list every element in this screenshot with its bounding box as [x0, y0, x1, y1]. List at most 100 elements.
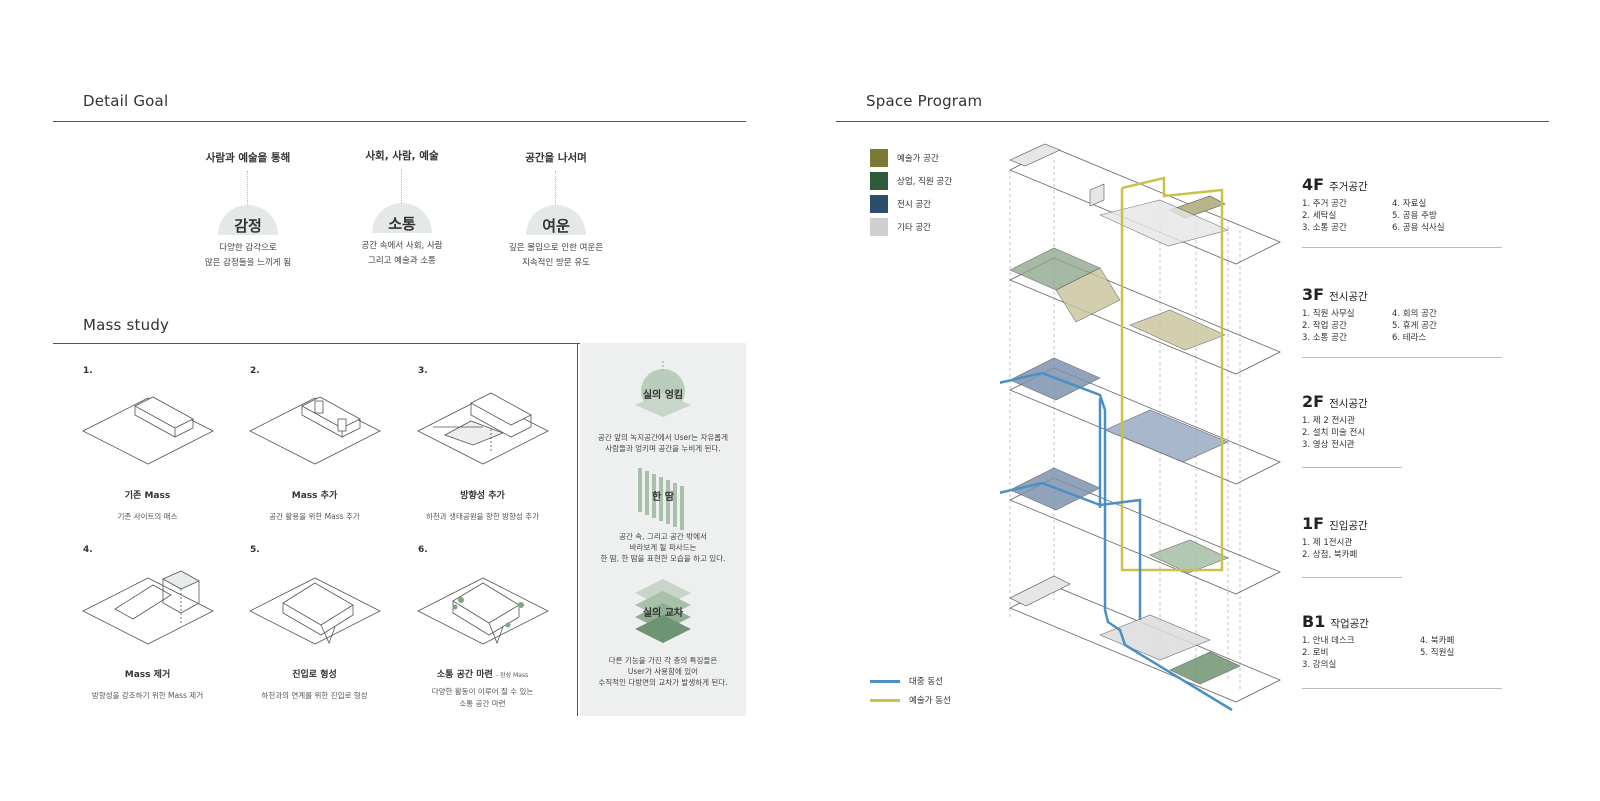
legend-swatch: [870, 218, 888, 236]
legend-swatch: [870, 195, 888, 213]
stitch-graphic: [638, 468, 684, 530]
concept-text: 공간 앞의 녹지공간에서 User는 자유롭게: [597, 433, 729, 442]
mass-study-divider: [577, 343, 578, 716]
floor-name: 작업공간: [1330, 618, 1369, 630]
flow-label: 대중 동선: [909, 677, 943, 687]
legend-item-commercial: 상업, 직원 공간: [870, 172, 952, 190]
goal-caption: 사회, 사람, 예술: [365, 150, 439, 162]
detail-goal-rule: [53, 121, 746, 122]
cross-graphic: [635, 579, 691, 643]
step-title: 방향성 추가: [460, 491, 505, 501]
goal-keyword: 여운: [542, 217, 570, 235]
legend-label: 상업, 직원 공간: [897, 177, 953, 187]
goal-desc: 다양한 감각으로: [219, 243, 277, 253]
mass-step-5: 진입로 형성 하천과의 연계를 위한 진입로 형성: [232, 667, 397, 702]
mass-study-rule: [53, 343, 746, 344]
legend-label: 예술가 공간: [897, 154, 939, 164]
floor-level: B1: [1302, 612, 1326, 631]
goal-semicircle: 감정: [218, 205, 278, 235]
goal-desc: 지속적인 방문 유도: [522, 258, 590, 268]
goal-keyword: 감정: [234, 217, 262, 235]
concept-text: 바라보게 될 파사드는: [629, 543, 697, 552]
concept-text: 한 땀, 한 땀을 표현한 모습을 하고 있다.: [600, 554, 726, 563]
floor-rule: [1302, 357, 1502, 358]
step-subtitle: 다양한 활동이 이루어 질 수 있는: [431, 687, 534, 696]
concept-label: 실의 교차: [642, 608, 684, 619]
floor-name: 전시공간: [1329, 291, 1368, 303]
goal-caption: 공간을 나서며: [525, 152, 587, 164]
floor-rule: [1302, 247, 1502, 248]
site-plane: [82, 577, 214, 645]
floor-name: 진입공간: [1329, 520, 1368, 532]
floor-rule: [1302, 577, 1402, 578]
step-number: 2.: [250, 366, 260, 376]
step-title: 진입로 형성: [292, 670, 337, 680]
flow-public: 대중 동선: [870, 675, 943, 687]
flow-label: 예술가 동선: [909, 696, 951, 706]
legend-label: 전시 공간: [897, 200, 931, 210]
goal-semicircle: 소통: [372, 203, 432, 233]
concept-text: 공간 속, 그리고 공간 밖에서: [619, 532, 707, 541]
concept-graphics: [635, 361, 691, 643]
step-number: 5.: [250, 545, 260, 555]
step-title: 기존 Mass: [124, 491, 171, 501]
exploded-axonometric: [1000, 143, 1281, 712]
floor-level: 4F: [1302, 175, 1325, 194]
mass-step-1: 기존 Mass 기존 사이트의 매스: [65, 488, 230, 523]
legend-item-artist: 예술가 공간: [870, 149, 939, 167]
legend-item-other: 기타 공간: [870, 218, 931, 236]
step-subtitle: 소통 공간 마련: [459, 699, 506, 708]
detail-goal-title: Detail Goal: [83, 92, 169, 110]
concept-text: 수직적인 다방면의 교차가 발생하게 된다.: [598, 678, 728, 687]
mass-study-drawings: [82, 392, 549, 645]
mass-step-2: Mass 추가 공간 활용을 위한 Mass 추가: [232, 488, 397, 523]
goal-desc: 그리고 예술과 소통: [368, 256, 436, 266]
concept-text: 사람들과 엉키며 공간을 누비게 된다.: [605, 444, 721, 453]
floor-level: 3F: [1302, 285, 1325, 304]
step-subtitle: 방향성을 강조하기 위한 Mass 제거: [91, 691, 204, 700]
flow-line: [870, 679, 900, 683]
floor-rule: [1302, 467, 1402, 468]
floor-name: 전시공간: [1329, 398, 1368, 410]
floor-rule: [1302, 688, 1502, 689]
step-number: 6.: [418, 545, 428, 555]
goal-desc: 많은 감정들을 느끼게 됨: [204, 258, 292, 268]
legend-swatch: [870, 172, 888, 190]
step-tag: - 완성 Mass: [495, 672, 529, 679]
floor-level: 1F: [1302, 514, 1325, 533]
concept-text: User가 사용함에 있어: [627, 667, 699, 676]
space-program-title: Space Program: [866, 92, 983, 110]
goal-desc: 공간 속에서 사회, 사람: [361, 241, 443, 251]
step-title: Mass 추가: [291, 491, 338, 501]
concept-text: 다른 기능을 가진 각 층의 특징들은: [608, 656, 718, 665]
legend-swatch: [870, 149, 888, 167]
step-title: Mass 제거: [124, 670, 171, 680]
floor-level: 2F: [1302, 392, 1325, 411]
goal-semicircle: 여운: [526, 205, 586, 235]
mass-step-3: 방향성 추가 하천과 생태공원을 향한 방향성 추가: [400, 488, 565, 523]
public-flow-path: [1000, 371, 1233, 712]
mass-study-title: Mass study: [83, 316, 170, 334]
legend-item-exhibition: 전시 공간: [870, 195, 931, 213]
step-number: 4.: [83, 545, 93, 555]
concept-label: 실의 엉킴: [642, 390, 684, 401]
step-number: 1.: [83, 366, 93, 376]
mass-step-4: Mass 제거 방향성을 강조하기 위한 Mass 제거: [65, 667, 230, 702]
flow-artist: 예술가 동선: [870, 694, 951, 706]
step-number: 3.: [418, 366, 428, 376]
step-title: 소통 공간 마련: [436, 670, 493, 680]
floor-name: 주거공간: [1329, 181, 1368, 193]
flow-line: [870, 698, 900, 702]
goal-desc: 깊은 몰입으로 인한 여운은: [508, 243, 604, 253]
space-program-rule: [836, 121, 1549, 122]
tangle-graphic: [635, 361, 691, 417]
